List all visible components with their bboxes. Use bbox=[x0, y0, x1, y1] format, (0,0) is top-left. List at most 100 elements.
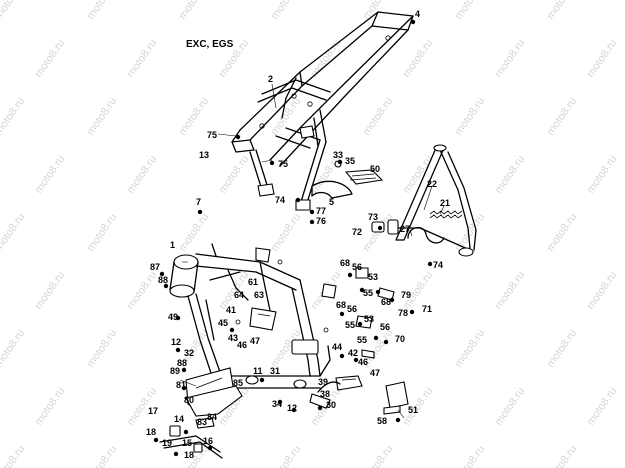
rear-subframe bbox=[231, 11, 414, 211]
watermark-text: moto8.ru bbox=[33, 153, 68, 195]
part-number-64: 64 bbox=[234, 290, 244, 300]
part-number-21: 21 bbox=[440, 198, 450, 208]
watermark-text: moto8.ru bbox=[85, 327, 120, 369]
part-number-2: 2 bbox=[268, 74, 273, 84]
part-number-46a: 46 bbox=[237, 340, 247, 350]
leader-lines bbox=[179, 83, 445, 419]
watermark-text: moto8.ru bbox=[85, 443, 120, 468]
watermark-text: moto8.ru bbox=[545, 327, 580, 369]
bolt-icon bbox=[235, 134, 241, 140]
part-number-41: 41 bbox=[226, 305, 236, 315]
bolt-icon bbox=[277, 399, 283, 405]
part-number-56c: 56 bbox=[380, 322, 390, 332]
bolt-icon bbox=[339, 311, 345, 317]
watermark-text: moto8.ru bbox=[585, 37, 620, 79]
footpeg-bracket bbox=[311, 160, 384, 199]
part-number-71: 71 bbox=[422, 304, 432, 314]
part-number-17: 17 bbox=[148, 406, 158, 416]
watermark-text: moto8.ru bbox=[33, 269, 68, 311]
watermark-text: moto8.ru bbox=[361, 0, 396, 22]
part-number-84: 84 bbox=[207, 412, 217, 422]
part-number-34: 34 bbox=[272, 399, 282, 409]
part-number-1: 1 bbox=[170, 240, 175, 250]
watermark-text: moto8.ru bbox=[545, 95, 580, 137]
part-number-51: 51 bbox=[408, 405, 418, 415]
bolt-icon bbox=[337, 159, 343, 165]
watermark-text: moto8.ru bbox=[0, 211, 27, 253]
part-number-18a: 18 bbox=[146, 427, 156, 437]
part-number-85: 85 bbox=[233, 378, 243, 388]
fasteners bbox=[153, 19, 433, 457]
part-number-43: 43 bbox=[228, 333, 238, 343]
bolt-icon bbox=[357, 321, 363, 327]
bolt-icon bbox=[197, 209, 203, 215]
bolt-icon bbox=[339, 353, 345, 359]
part-number-63: 63 bbox=[254, 290, 264, 300]
part-number-5: 5 bbox=[329, 197, 334, 207]
part-number-53a: 53 bbox=[368, 272, 378, 282]
part-number-47a: 47 bbox=[250, 336, 260, 346]
watermark-text: moto8.ru bbox=[85, 0, 120, 22]
bolt-icon bbox=[153, 437, 159, 443]
bolt-icon bbox=[159, 271, 165, 277]
part-number-53b: 53 bbox=[364, 314, 374, 324]
watermark-text: moto8.ru bbox=[453, 0, 488, 22]
bolt-icon bbox=[269, 160, 275, 166]
bolt-icon bbox=[427, 261, 433, 267]
part-number-73: 73 bbox=[368, 212, 378, 222]
diagram-title: EXC, EGS bbox=[186, 39, 234, 50]
bolt-icon bbox=[259, 377, 265, 383]
part-number-38: 38 bbox=[320, 389, 330, 399]
part-number-75a: 75 bbox=[207, 130, 217, 140]
watermark-text: moto8.ru bbox=[361, 443, 396, 468]
bolt-icon bbox=[181, 367, 187, 373]
watermark-text: moto8.ru bbox=[545, 443, 580, 468]
bolt-icon bbox=[173, 451, 179, 457]
lower-brackets bbox=[159, 385, 243, 459]
watermark-text: moto8.ru bbox=[125, 269, 160, 311]
side-stand bbox=[371, 144, 477, 257]
bolt-icon bbox=[163, 283, 169, 289]
part-number-56a: 56 bbox=[352, 262, 362, 272]
part-number-55b: 55 bbox=[345, 320, 355, 330]
bolt-icon bbox=[183, 429, 189, 435]
part-number-49: 49 bbox=[168, 312, 178, 322]
bolt-icon bbox=[181, 385, 187, 391]
part-number-44: 44 bbox=[332, 342, 342, 352]
watermark-text: moto8.ru bbox=[0, 327, 27, 369]
part-number-89: 89 bbox=[170, 366, 180, 376]
bolt-icon bbox=[309, 219, 315, 225]
bolt-icon bbox=[359, 287, 365, 293]
part-number-74a: 74 bbox=[275, 195, 285, 205]
part-number-32: 32 bbox=[184, 348, 194, 358]
part-number-68c: 68 bbox=[336, 300, 346, 310]
part-number-30: 30 bbox=[326, 400, 336, 410]
part-number-46b: 46 bbox=[358, 357, 368, 367]
right-footrest-parts bbox=[309, 267, 409, 415]
watermark-text: moto8.ru bbox=[309, 37, 344, 79]
bolt-icon bbox=[207, 445, 213, 451]
part-number-78: 78 bbox=[398, 308, 408, 318]
watermark-text: moto8.ru bbox=[453, 95, 488, 137]
bolt-icon bbox=[175, 347, 181, 353]
watermark-text: moto8.ru bbox=[401, 37, 436, 79]
watermark-text: moto8.ru bbox=[585, 385, 620, 427]
watermark-text: moto8.ru bbox=[361, 95, 396, 137]
part-number-50: 50 bbox=[370, 164, 380, 174]
watermark-text: moto8.ru bbox=[545, 211, 580, 253]
watermark-text: moto8.ru bbox=[453, 327, 488, 369]
watermark-text: moto8.ru bbox=[269, 95, 304, 137]
watermark-text: moto8.ru bbox=[217, 153, 252, 195]
part-number-56b: 56 bbox=[347, 304, 357, 314]
part-number-55a: 55 bbox=[363, 288, 373, 298]
part-number-55c: 55 bbox=[357, 335, 367, 345]
watermark-text: moto8.ru bbox=[85, 211, 120, 253]
bolt-icon bbox=[409, 309, 415, 315]
watermark-text: moto8.ru bbox=[585, 153, 620, 195]
part-number-80: 80 bbox=[184, 395, 194, 405]
bolt-icon bbox=[389, 297, 395, 303]
bolt-icon bbox=[353, 357, 359, 363]
bolt-icon bbox=[375, 289, 381, 295]
